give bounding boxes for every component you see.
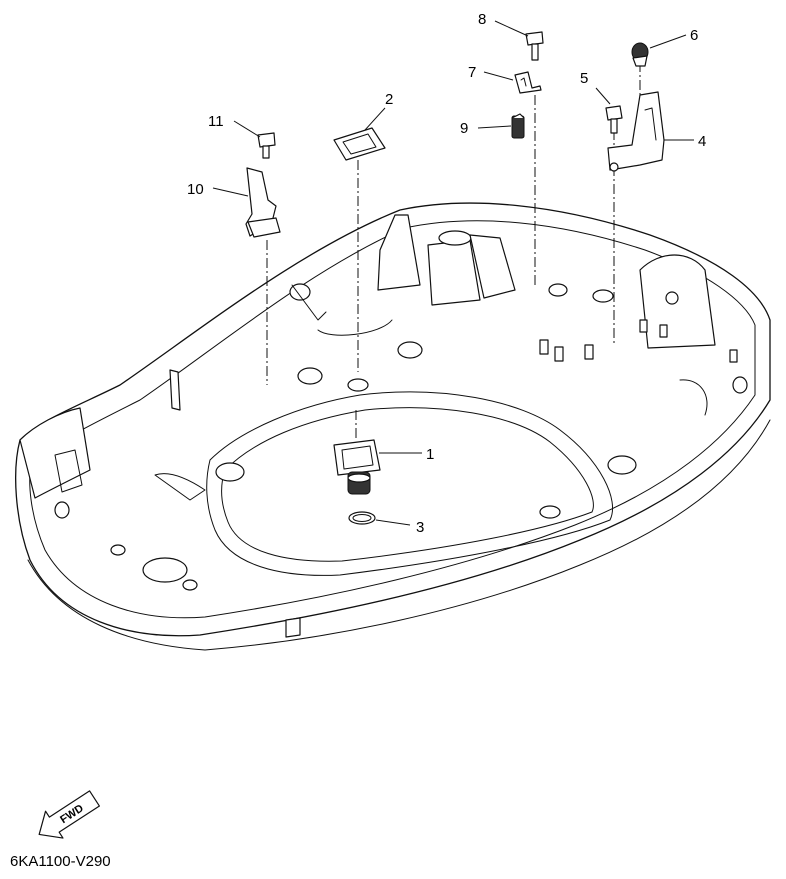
callout-6: 6 [690, 27, 698, 44]
callout-7: 7 [468, 64, 476, 81]
part-5-bolt [605, 105, 623, 134]
callout-3: 3 [416, 519, 424, 536]
callout-labels: 1 2 3 4 5 6 7 8 9 10 11 [187, 11, 706, 536]
part-6-cap [631, 42, 649, 67]
part-3-clip [348, 511, 376, 525]
drawing-code: 6KA1100-V290 [10, 853, 111, 870]
part-4-bracket [607, 91, 665, 172]
callout-8: 8 [478, 11, 486, 28]
callout-2: 2 [385, 91, 393, 108]
callout-11: 11 [208, 113, 224, 130]
fwd-arrow-icon: FWD [38, 790, 101, 839]
part-9-damper [511, 113, 525, 139]
part-2-grommet [333, 127, 386, 161]
part-10-plate [245, 167, 281, 238]
callout-9: 9 [460, 120, 468, 137]
part-1-grommet [333, 439, 381, 495]
part-7-holder [514, 71, 542, 94]
callout-10: 10 [187, 181, 204, 198]
leader-lines [212, 20, 694, 526]
callout-1: 1 [426, 446, 434, 463]
part-11-bolt [257, 132, 276, 159]
callout-5: 5 [580, 70, 588, 87]
callout-4: 4 [698, 133, 706, 150]
bottom-cowling [15, 202, 771, 651]
part-8-bolt [525, 31, 544, 61]
